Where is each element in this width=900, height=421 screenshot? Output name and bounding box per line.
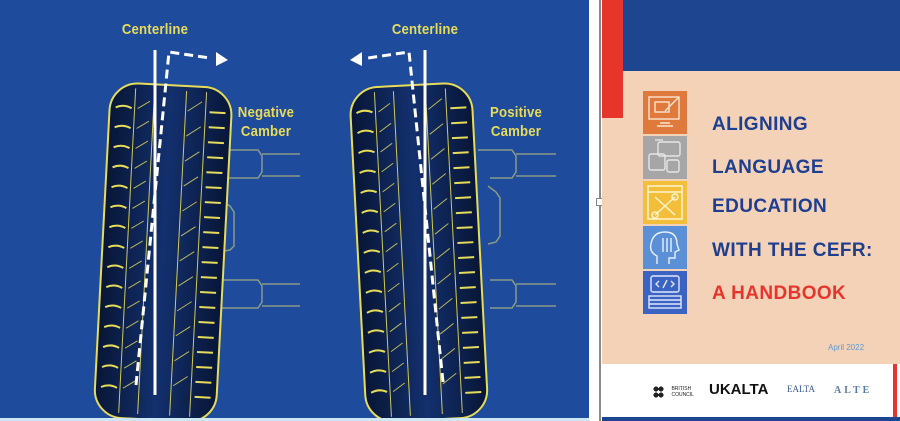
cover-top-band <box>623 0 900 71</box>
cover-title-line-1: ALIGNING <box>712 114 809 135</box>
alte-logo: ALTE <box>834 385 873 396</box>
cover-logo-strip <box>602 364 900 417</box>
negative-camber-label: Negative Camber <box>231 103 301 141</box>
cover-subtitle: A HANDBOOK <box>712 283 847 304</box>
right-hub-bracket <box>478 149 556 309</box>
cover-red-bar <box>602 0 623 118</box>
british-council-line2: COUNCIL <box>671 391 694 398</box>
cover-date: April 2022 <box>828 343 865 352</box>
tools-icon <box>643 181 687 224</box>
left-arrow-head <box>216 52 228 66</box>
documents-icon <box>643 136 687 179</box>
right-tire <box>349 82 489 418</box>
camber-diagram-image: Centerline Negative Camber Centerline Po… <box>0 0 589 421</box>
head-pencil-icon <box>643 226 687 269</box>
cover-title-line-4: WITH THE CEFR: <box>712 240 873 261</box>
cover-footer-red-accent <box>893 364 897 417</box>
ukalta-logo: UKALTA <box>709 381 769 398</box>
handbook-cover-image: ALIGNING LANGUAGE EDUCATION WITH THE CEF… <box>602 0 900 421</box>
cover-title-line-2: LANGUAGE <box>712 157 824 178</box>
negative-camber-label-line2: Camber <box>240 123 292 140</box>
monitor-drawing-icon <box>643 91 687 134</box>
british-council-logo: BRITISH COUNCIL <box>653 383 694 401</box>
cover-bottom-band <box>602 417 900 421</box>
camber-diagram-graphic <box>93 50 556 418</box>
british-council-dots-icon <box>653 385 667 398</box>
british-council-line1: BRITISH <box>671 385 692 392</box>
positive-camber-label: Positive Camber <box>481 103 551 141</box>
negative-camber-label-line1: Negative <box>237 104 295 121</box>
positive-camber-label-line2: Camber <box>490 123 542 140</box>
code-keyboard-icon <box>643 271 687 314</box>
right-centerline-label: Centerline <box>391 21 459 38</box>
right-arrow-head <box>350 52 362 66</box>
left-tire <box>93 82 233 418</box>
ealta-logo: EALTA <box>787 384 815 394</box>
cover-title-line-3: EDUCATION <box>712 196 828 217</box>
left-centerline-label: Centerline <box>121 21 189 38</box>
left-hub-bracket <box>210 149 300 309</box>
panel-divider[interactable] <box>599 0 601 421</box>
positive-camber-label-line1: Positive <box>489 104 543 121</box>
